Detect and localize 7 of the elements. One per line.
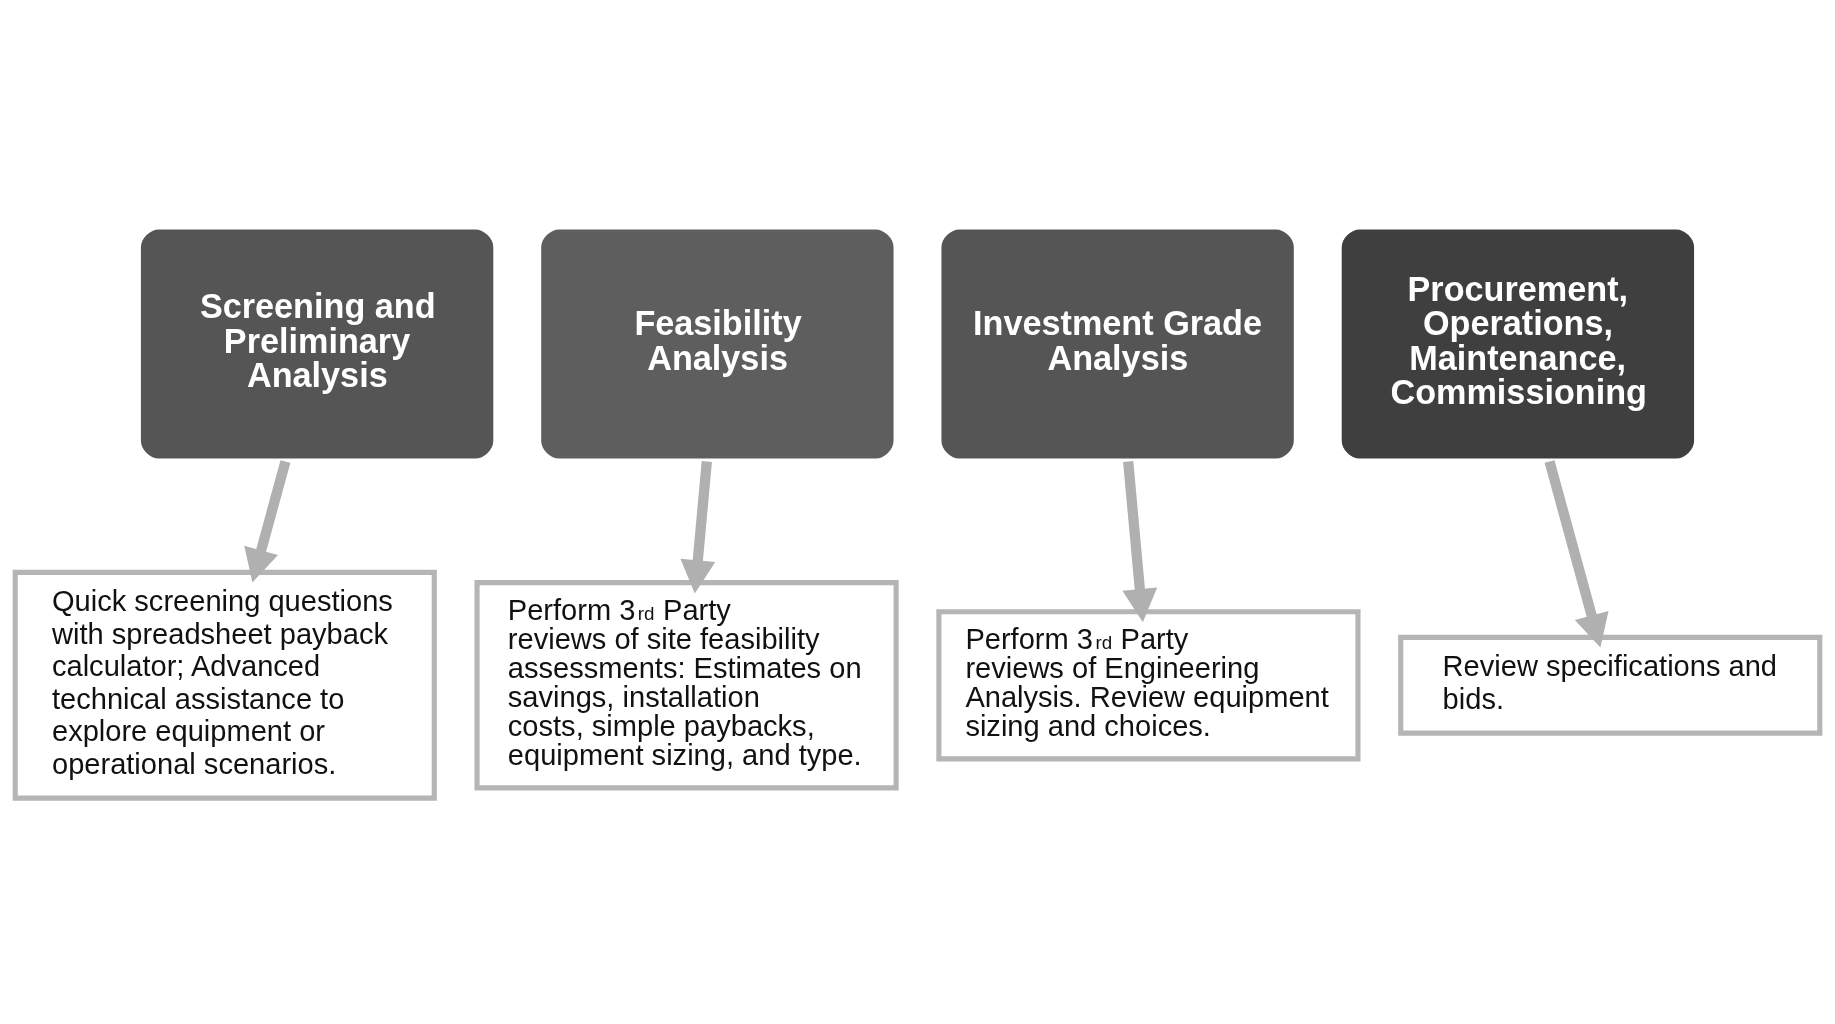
- node-box: Perform 3rd Party reviews of Engineering Analysis. Review equipment sizing and choices.: [936, 608, 1361, 761]
- arrow: [1544, 459, 1609, 648]
- node-box: Review specifications and bids.: [1398, 634, 1823, 736]
- arrow: [244, 459, 291, 583]
- arrow: [680, 460, 716, 594]
- node-box: Quick screening questions with spreadsheet payback calculator; Advanced technical assistance to explore equipment or operational scenarios.: [12, 569, 437, 801]
- arrow: [1122, 460, 1158, 622]
